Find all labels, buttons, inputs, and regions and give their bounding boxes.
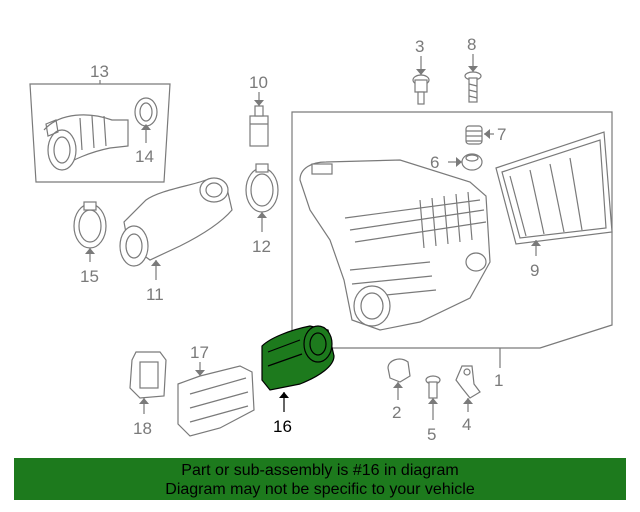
part-12-clamp[interactable] (245, 163, 279, 213)
callout-12: 12 (252, 237, 271, 256)
callout-16: 16 (273, 417, 292, 436)
callout-18: 18 (133, 419, 152, 438)
part-2-clip[interactable] (387, 358, 411, 383)
part-3-bolt[interactable] (412, 74, 430, 105)
callout-10: 10 (249, 73, 268, 92)
callout-17: 17 (190, 343, 209, 362)
callout-11: 11 (146, 285, 164, 304)
part-10-sensor[interactable] (249, 105, 269, 147)
part-8-bolt[interactable] (464, 71, 482, 103)
callout-2: 2 (392, 403, 401, 422)
part-9-air-filter[interactable] (495, 131, 613, 245)
part-4-bracket[interactable] (455, 365, 481, 399)
callout-6: 6 (430, 153, 439, 172)
callout-7: 7 (497, 125, 506, 144)
info-banner: Part or sub-assembly is #16 in diagram D… (14, 458, 626, 500)
parts-diagram: 13 14 10 3 8 (29, 35, 613, 444)
callout-9: 9 (530, 261, 539, 280)
banner-line-1: Part or sub-assembly is #16 in diagram (181, 462, 459, 479)
callout-8: 8 (467, 35, 476, 54)
callout-4: 4 (462, 415, 471, 434)
part-18-bracket[interactable] (129, 351, 167, 399)
callout-1: 1 (494, 371, 503, 390)
part-5-bolt[interactable] (425, 375, 441, 399)
callout-13: 13 (90, 62, 109, 81)
callout-5: 5 (427, 425, 436, 444)
part-14-clamp[interactable] (134, 97, 158, 127)
callout-3: 3 (415, 37, 424, 56)
part-7-grommet[interactable] (465, 125, 483, 145)
part-17-bracket[interactable] (177, 365, 255, 437)
part-6-cap[interactable] (461, 153, 483, 171)
part-16-intake-duct[interactable] (261, 325, 335, 391)
part-11-duct[interactable] (119, 177, 233, 267)
part-1-air-cleaner-box[interactable] (291, 111, 613, 349)
callout-15: 15 (80, 267, 99, 286)
banner-line-2: Diagram may not be specific to your vehi… (165, 481, 475, 498)
callout-14: 14 (135, 147, 154, 166)
part-15-clamp[interactable] (73, 201, 107, 249)
